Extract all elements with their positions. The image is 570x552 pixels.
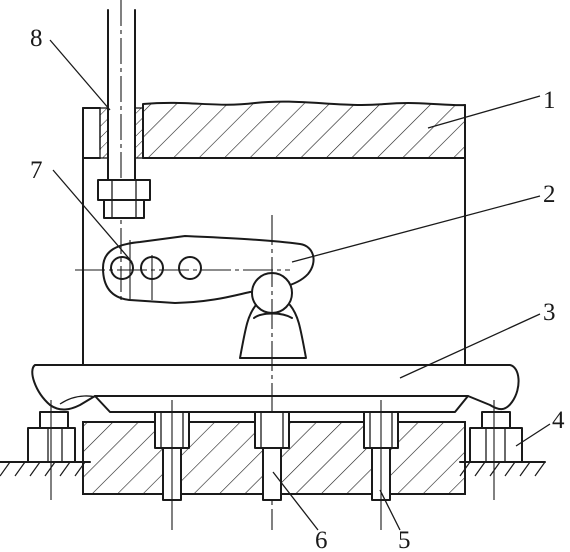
callout-6: 6 xyxy=(315,527,328,552)
leader-lines xyxy=(49,39,551,531)
callout-1: 1 xyxy=(543,87,556,114)
callout-2: 2 xyxy=(543,181,556,208)
callout-7: 7 xyxy=(30,157,43,184)
left-support xyxy=(0,400,91,500)
part-5-support-pin xyxy=(363,400,399,530)
part-7-pin-holes xyxy=(110,256,202,280)
part-1-top-block xyxy=(82,100,466,159)
part-3-beam xyxy=(31,364,520,413)
part-2-lever xyxy=(75,235,315,304)
callout-4: 4 xyxy=(552,407,565,434)
callout-labels: 8 7 1 2 3 4 5 6 xyxy=(30,25,565,552)
callout-3: 3 xyxy=(543,299,556,326)
part-6-locating-pins xyxy=(154,400,290,530)
callout-8: 8 xyxy=(30,25,43,52)
callout-5: 5 xyxy=(398,527,411,552)
part-4-right-support xyxy=(459,400,546,500)
